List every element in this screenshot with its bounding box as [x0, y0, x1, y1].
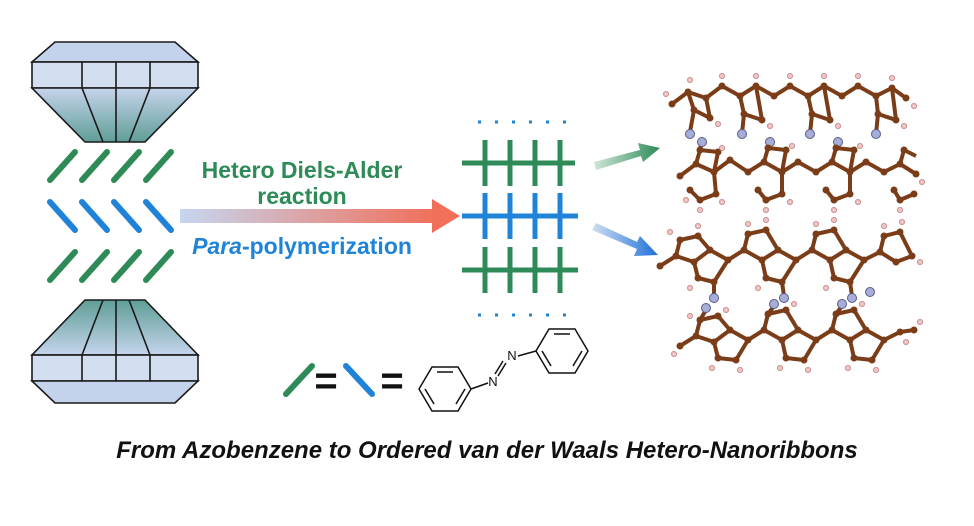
- legend-equals-2: =: [380, 359, 403, 403]
- nanoribbon-structure-bottom: [656, 216, 924, 373]
- azobenzene-atom-n-bottom: N: [488, 374, 497, 389]
- green-stick-row-bottom: [47, 249, 174, 283]
- blue-stick-row-middle: [47, 199, 174, 233]
- azobenzene-structure: [418, 328, 589, 412]
- reaction-label-line1: Hetero Diels-Alder: [202, 157, 403, 183]
- polymer-grid: [462, 120, 578, 317]
- figure-caption: From Azobenzene to Ordered van der Waals…: [116, 437, 857, 464]
- reaction-label-line2: reaction: [257, 183, 346, 209]
- bottom-anvil: [30, 299, 200, 404]
- nanoribbon-structure-top: [663, 73, 926, 213]
- legend-equals-1: =: [314, 359, 337, 403]
- blue-output-arrow: [592, 223, 658, 256]
- polymerization-label: Para-polymerization: [192, 233, 412, 259]
- legend-green-stick: [283, 363, 315, 397]
- green-output-arrow: [594, 143, 660, 170]
- green-grid-row-bottom: [462, 247, 578, 293]
- polymerization-prefix: Para: [192, 233, 242, 259]
- top-anvil: [29, 41, 201, 143]
- polymerization-suffix: -polymerization: [242, 233, 412, 259]
- legend-equation: = = N N: [283, 328, 589, 412]
- legend-blue-stick: [343, 363, 375, 397]
- main-reaction-arrow: [180, 199, 460, 233]
- green-grid-row-top: [462, 140, 575, 186]
- azobenzene-atom-n-top: N: [507, 348, 516, 363]
- green-stick-row-top: [47, 149, 174, 183]
- blue-grid-row-middle: [462, 193, 578, 239]
